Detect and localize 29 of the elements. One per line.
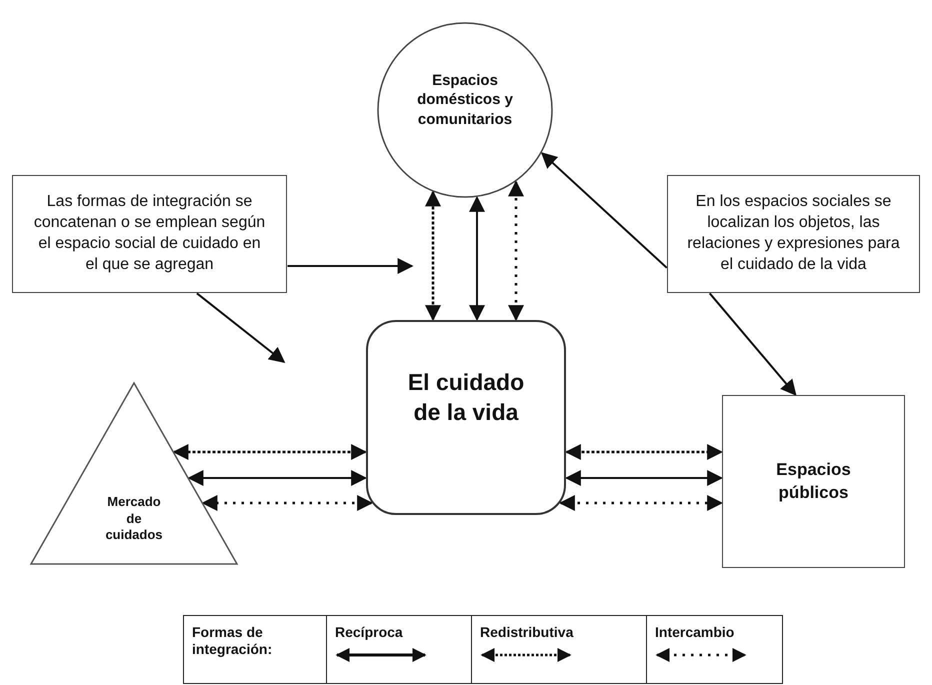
circle-node xyxy=(377,22,553,198)
arrow xyxy=(508,180,524,322)
note-box xyxy=(667,175,920,293)
arrow xyxy=(564,444,724,460)
note-box xyxy=(12,175,287,293)
square-box xyxy=(722,395,905,568)
node-label: Mercado de cuidados xyxy=(104,494,164,544)
legend-heading: Formas de integración: xyxy=(192,624,274,658)
arrow xyxy=(201,495,374,511)
arrow xyxy=(469,196,485,322)
node-label: Espacios domésticos y comunitarios xyxy=(416,70,514,130)
arrow xyxy=(187,470,368,486)
arrow xyxy=(564,470,724,486)
rounded-box xyxy=(366,320,566,515)
arrow xyxy=(425,190,441,322)
arrow xyxy=(172,444,368,460)
triangle-node xyxy=(30,382,238,565)
arrow xyxy=(540,152,668,269)
node-label: Espacios públicos xyxy=(775,459,852,504)
node-label: Las formas de integración se concatenan o se emplean según el espacio social de cuidado en el que se agregan xyxy=(32,192,266,275)
legend-label: Recíproca xyxy=(335,624,403,641)
legend-label: Intercambio xyxy=(655,624,734,641)
arrow xyxy=(708,292,797,396)
arrow xyxy=(288,258,414,274)
arrow xyxy=(558,495,724,511)
node-label: El cuidado de la vida xyxy=(406,368,526,426)
arrow xyxy=(196,292,286,363)
legend-label: Redistributiva xyxy=(480,624,574,641)
node-label: En los espacios sociales se localizan los objetos, las relaciones y expresiones para el cuidado de la vida xyxy=(686,192,901,275)
